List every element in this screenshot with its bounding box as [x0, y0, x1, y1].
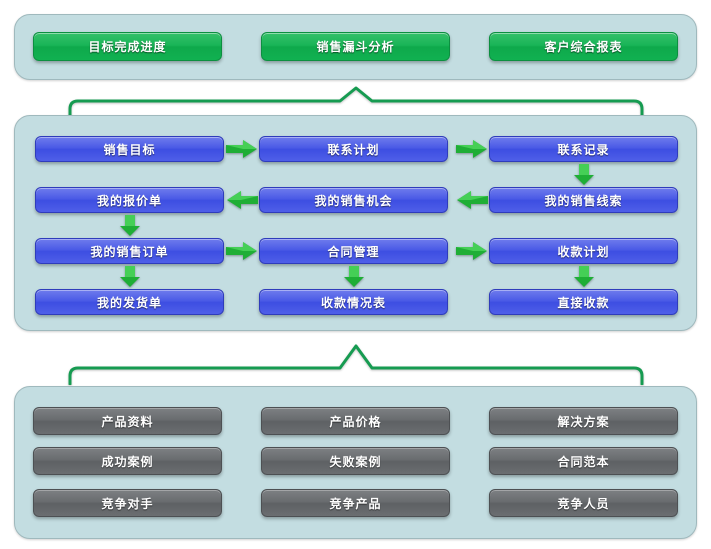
knowledge-button-product-price[interactable]: 产品价格 [261, 407, 450, 435]
knowledge-button-competing-product[interactable]: 竞争产品 [261, 489, 450, 517]
workflow-button-sales-target[interactable]: 销售目标 [35, 136, 224, 162]
report-button-customer-summary[interactable]: 客户综合报表 [489, 32, 678, 61]
knowledge-button-competing-personnel[interactable]: 竞争人员 [489, 489, 678, 517]
workflow-button-contact-plan[interactable]: 联系计划 [259, 136, 448, 162]
arrow-left-icon-lead-to-opportunity [456, 191, 488, 209]
workflow-button-my-delivery-note[interactable]: 我的发货单 [35, 289, 224, 315]
workflow-button-direct-receipt[interactable]: 直接收款 [489, 289, 678, 315]
knowledge-button-solution[interactable]: 解决方案 [489, 407, 678, 435]
workflow-button-receivable-plan[interactable]: 收款计划 [489, 238, 678, 264]
workflow-button-contact-record[interactable]: 联系记录 [489, 136, 678, 162]
knowledge-button-product-info[interactable]: 产品资料 [33, 407, 222, 435]
arrow-down-icon-receivable-plan-to-direct-receipt [573, 266, 595, 288]
workflow-button-receivable-status[interactable]: 收款情况表 [259, 289, 448, 315]
knowledge-button-competitor[interactable]: 竞争对手 [33, 489, 222, 517]
knowledge-button-failure-case[interactable]: 失败案例 [261, 447, 450, 475]
arrow-right-icon-sales-target-to-contact-plan [226, 140, 258, 158]
arrow-down-icon-contract-to-receivable-status [343, 266, 365, 288]
knowledge-button-success-case[interactable]: 成功案例 [33, 447, 222, 475]
workflow-button-my-opportunity[interactable]: 我的销售机会 [259, 187, 448, 213]
arrow-down-icon-contact-record-to-lead [573, 164, 595, 186]
report-button-goal-progress[interactable]: 目标完成进度 [33, 32, 222, 61]
knowledge-button-contract-template[interactable]: 合同范本 [489, 447, 678, 475]
arrow-right-icon-contact-plan-to-contact-record [456, 140, 488, 158]
workflow-button-my-quotation[interactable]: 我的报价单 [35, 187, 224, 213]
arrow-right-icon-sales-order-to-contract [226, 242, 258, 260]
brace-workflow-to-knowledge [68, 343, 644, 385]
arrow-left-icon-opportunity-to-quotation [226, 191, 258, 209]
workflow-button-my-lead[interactable]: 我的销售线索 [489, 187, 678, 213]
brace-reports-to-workflow [68, 86, 644, 118]
arrow-down-icon-quotation-to-sales-order [119, 215, 141, 237]
workflow-button-contract-management[interactable]: 合同管理 [259, 238, 448, 264]
workflow-button-my-sales-order[interactable]: 我的销售订单 [35, 238, 224, 264]
arrow-down-icon-sales-order-to-delivery-note [119, 266, 141, 288]
arrow-right-icon-contract-to-receivable-plan [456, 242, 488, 260]
report-button-sales-funnel[interactable]: 销售漏斗分析 [261, 32, 450, 61]
